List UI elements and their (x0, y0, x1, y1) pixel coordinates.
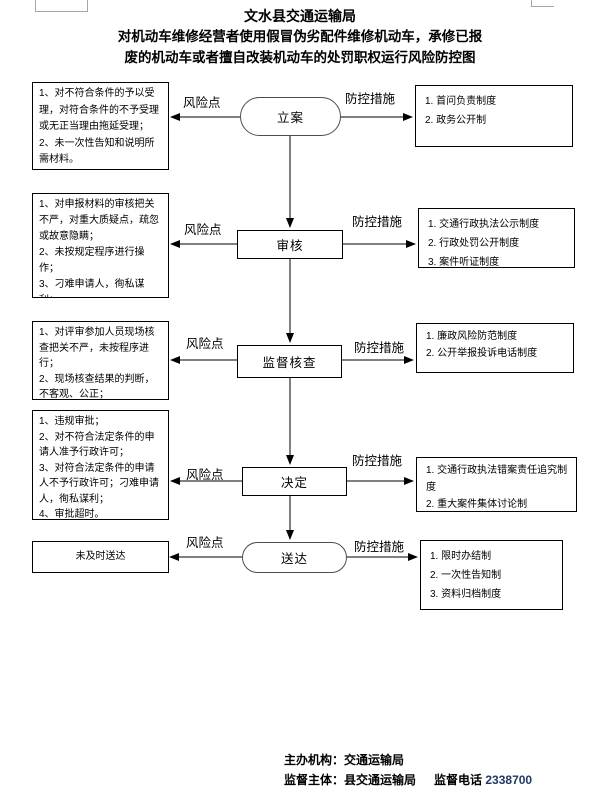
footer: 主办机构：交通运输局 监督主体：县交通运输局 监督电话 2338700 (284, 750, 532, 790)
stage-decision: 决定 (242, 467, 347, 496)
risk-item: 2、现场核查结果的判断，不客观、公正； (39, 373, 155, 400)
title-subtitle-1: 对机动车维修经营者使用假冒伪劣配件维修机动车，承修已报 (117, 29, 483, 44)
risk-point-label-2: 风险点 (184, 223, 222, 237)
risk-box-delivery: 未及时送达 (32, 541, 169, 573)
measure-box-supervision-check: 1. 廉政风险防范制度 2. 公开举报投诉电话制度 (416, 323, 574, 373)
risk-item: 未及时送达 (75, 550, 126, 562)
risk-item: 1、违规审批； (39, 416, 105, 427)
footer-phone-number: 2338700 (485, 773, 533, 787)
measure-box-decision: 1. 交通行政执法错案责任追究制度 2. 重大案件集体讨论制 3. 《限时办结制… (416, 457, 577, 512)
risk-item: 2、未按规定程序进行操作； (39, 247, 145, 274)
control-measures-label-4: 防控措施 (352, 454, 403, 468)
risk-point-label-4: 风险点 (186, 468, 224, 482)
stage-delivery: 送达 (242, 542, 347, 573)
control-measures-label-5: 防控措施 (354, 540, 405, 554)
measure-item: 1. 限时办结制 (430, 551, 492, 562)
measure-item: 2. 重大案件集体讨论制 (426, 499, 528, 510)
measure-item: 3. 案件听证制度 (428, 257, 500, 268)
control-measures-label-1: 防控措施 (345, 92, 396, 106)
risk-item: 3、刁难申请人，徇私谋利； (39, 279, 145, 297)
risk-box-supervision-check: 1、对评审参加人员现场核查把关不严，未按程序进行； 2、现场核查结果的判断，不客… (32, 321, 169, 400)
risk-item: 1、对评审参加人员现场核查把关不严，未按程序进行； (39, 327, 155, 369)
risk-item: 2、未一次性告知和说明所需材料。 (39, 137, 155, 166)
measure-item: 2. 政务公开制 (425, 115, 487, 126)
page-title: 文水县交通运输局 对机动车维修经营者使用假冒伪劣配件维修机动车，承修已报 废的机… (0, 6, 600, 68)
measure-item: 1. 首问负责制度 (425, 96, 497, 107)
measure-item: 1. 交通行政执法公示制度 (428, 219, 540, 230)
measure-item: 2. 行政处罚公开制度 (428, 238, 520, 249)
risk-item: 1、对不符合条件的予以受理，对符合条件的不予受理或无正当理由拖延受理； (39, 88, 159, 132)
risk-box-decision: 1、违规审批； 2、对不符合法定条件的申请人准予行政许可； 3、对符合法定条件的… (32, 410, 169, 520)
cutoff-box-fragment-right (531, 0, 554, 7)
risk-box-filing: 1、对不符合条件的予以受理，对符合条件的不予受理或无正当理由拖延受理； 2、未一… (32, 82, 169, 170)
risk-point-label-5: 风险点 (186, 536, 224, 550)
risk-item: 2、对不符合法定条件的申请人准予行政许可； (39, 431, 155, 459)
title-subtitle-2: 废的机动车或者擅自改装机动车的处罚职权运行风险防控图 (124, 50, 476, 65)
measure-item: 2. 一次性告知制 (430, 570, 502, 581)
control-measures-label-3: 防控措施 (354, 341, 405, 355)
footer-supervisor: 监督主体：县交通运输局 (284, 773, 417, 787)
risk-item: 1、对申报材料的审核把关不严，对重大质疑点，疏忽或故意隐瞒； (39, 199, 159, 242)
measure-item: 1. 交通行政执法错案责任追究制度 (426, 465, 568, 493)
footer-supervisor-line: 监督主体：县交通运输局 监督电话 2338700 (284, 770, 532, 790)
cutoff-box-fragment-left (35, 0, 88, 12)
footer-organizer: 主办机构：交通运输局 (284, 753, 405, 767)
measure-item: 3. 资料归档制度 (430, 589, 502, 600)
footer-phone-label: 监督电话 (434, 773, 483, 787)
stage-supervision-check: 监督核查 (237, 345, 342, 378)
measure-item: 2. 公开举报投诉电话制度 (426, 348, 538, 359)
risk-point-label-1: 风险点 (183, 96, 221, 110)
measure-box-filing: 1. 首问负责制度 2. 政务公开制 (415, 85, 573, 147)
risk-item: 3、对符合法定条件的申请人不予行政许可；刁难申请人，徇私谋利； (39, 462, 159, 505)
measure-box-delivery: 1. 限时办结制 2. 一次性告知制 3. 资料归档制度 (420, 540, 563, 610)
measure-item: 1. 廉政风险防范制度 (426, 331, 518, 342)
risk-box-review: 1、对申报材料的审核把关不严，对重大质疑点，疏忽或故意隐瞒； 2、未按规定程序进… (32, 193, 169, 298)
stage-filing: 立案 (240, 97, 341, 136)
control-measures-label-2: 防控措施 (352, 215, 403, 229)
risk-point-label-3: 风险点 (186, 337, 224, 351)
risk-item: 4、审批超时。 (39, 509, 105, 520)
measure-box-review: 1. 交通行政执法公示制度 2. 行政处罚公开制度 3. 案件听证制度 (418, 208, 575, 268)
title-org-name: 文水县交通运输局 (244, 8, 356, 24)
stage-review: 审核 (237, 230, 343, 259)
